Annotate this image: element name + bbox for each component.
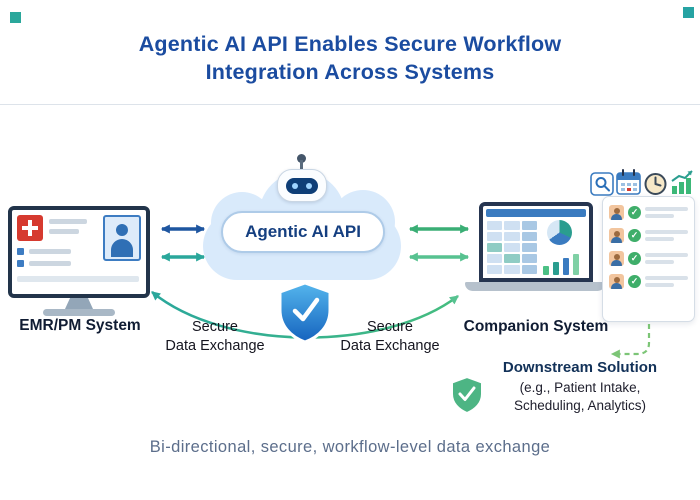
spreadsheet-grid — [487, 221, 537, 275]
emr-system-label: EMR/PM System — [19, 317, 141, 334]
shield-check-icon — [278, 281, 332, 344]
check-icon — [628, 252, 641, 265]
secure-label-line: Data Exchange — [340, 338, 440, 354]
corner-accent-top-right — [683, 7, 694, 18]
placeholder-lines — [645, 253, 688, 264]
person-avatar-icon — [609, 205, 624, 220]
person-avatar-icon — [609, 251, 624, 266]
emr-monitor — [8, 206, 150, 298]
list-item — [609, 274, 688, 289]
robot-icon — [276, 154, 328, 202]
clock-icon — [644, 173, 667, 195]
secure-label-line: Data Exchange — [165, 338, 265, 354]
growth-chart-icon — [671, 170, 693, 194]
page-title: Agentic AI API Enables Secure Workflow I… — [0, 30, 700, 86]
app-header-bar — [486, 209, 586, 217]
secure-label-line: Secure — [367, 319, 413, 335]
robot-head — [277, 169, 327, 202]
search-icon — [590, 172, 614, 196]
avatar-head — [116, 224, 128, 236]
check-icon — [628, 206, 641, 219]
downstream-connector — [610, 324, 651, 359]
placeholder-lines — [645, 207, 688, 218]
utility-icons — [590, 168, 696, 196]
robot-face — [286, 178, 318, 194]
person-avatar-icon — [609, 228, 624, 243]
list-item — [609, 205, 688, 220]
companion-system-label: Companion System — [463, 318, 609, 335]
record-row — [17, 248, 71, 255]
record-row — [17, 260, 71, 267]
monitor-base — [43, 309, 115, 316]
monitor-stand — [65, 298, 93, 309]
user-avatar-icon — [103, 215, 141, 261]
bullet-icon — [17, 248, 24, 255]
person-avatar-icon — [609, 274, 624, 289]
robot-antenna — [297, 154, 306, 163]
avatar-body — [111, 239, 133, 257]
downstream-solution-block: Downstream Solution (e.g., Patient Intak… — [462, 359, 698, 415]
bar-chart-icon — [543, 250, 585, 275]
list-item — [609, 251, 688, 266]
placeholder-line — [29, 261, 71, 266]
bullet-icon — [17, 260, 24, 267]
companion-laptop — [479, 202, 593, 282]
patient-list-panel — [602, 196, 695, 322]
placeholder-lines — [645, 276, 688, 287]
laptop-base — [465, 282, 605, 291]
downstream-detail: (e.g., Patient Intake, — [519, 380, 641, 395]
robot-antenna-stem — [300, 160, 303, 170]
check-icon — [628, 275, 641, 288]
agentic-ai-api-label: Agentic AI API — [245, 222, 361, 241]
list-item — [609, 228, 688, 243]
medical-cross-icon — [17, 215, 43, 241]
check-icon — [628, 229, 641, 242]
footer-caption: Bi-directional, secure, workflow-level d… — [149, 438, 551, 456]
placeholder-line — [49, 229, 79, 234]
robot-eye — [292, 183, 298, 189]
title-line-2: Integration Across Systems — [205, 60, 495, 84]
calendar-icon — [616, 169, 641, 195]
secure-exchange-label-left: Secure Data Exchange — [160, 318, 270, 356]
title-divider — [0, 104, 700, 105]
downstream-title: Downstream Solution — [502, 359, 658, 376]
placeholder-line — [29, 249, 71, 254]
placeholder-line — [17, 276, 139, 282]
placeholder-lines — [645, 230, 688, 241]
secure-exchange-label-right: Secure Data Exchange — [335, 318, 445, 356]
agentic-ai-api-badge: Agentic AI API — [221, 211, 385, 253]
robot-eye — [306, 183, 312, 189]
pie-chart-icon — [547, 220, 572, 245]
placeholder-line — [49, 219, 87, 224]
corner-accent-top-left — [10, 12, 21, 23]
title-line-1: Agentic AI API Enables Secure Workflow — [138, 32, 562, 56]
downstream-detail: Scheduling, Analytics) — [513, 398, 647, 413]
secure-label-line: Secure — [192, 319, 238, 335]
